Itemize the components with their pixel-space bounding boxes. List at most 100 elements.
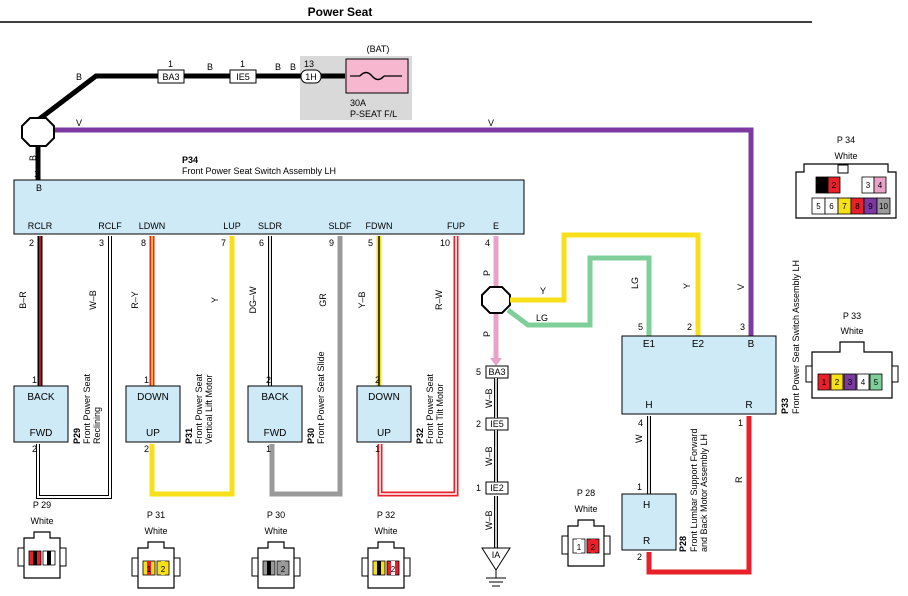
switch-terminal-pin: 3 [99, 238, 104, 248]
connector-pin-number: 4 [878, 181, 883, 190]
connector-pin-cell [843, 373, 857, 391]
motor-bottom-label: UP [146, 428, 160, 439]
wire-label: Y–B [357, 291, 367, 308]
connector-pin-number: 9 [868, 202, 873, 211]
connector-pin-cell: 1 [372, 560, 386, 576]
wire-label: W–B [88, 290, 98, 310]
connector-pin-number: 1 [377, 565, 382, 574]
wire-label: LG [630, 277, 640, 289]
wire-label: Y [682, 283, 692, 289]
connector-pin-number: 2 [832, 181, 837, 190]
pin-label: 2 [687, 322, 692, 332]
motor-top-label: DOWN [137, 392, 169, 403]
svg-text:and Back Motor Assembly LH: and Back Motor Assembly LH [699, 434, 709, 552]
wire-r [646, 416, 752, 575]
pin-label: 3 [740, 322, 745, 332]
connector-pin-number: 1 [33, 555, 38, 564]
connector-view-color: White [834, 151, 857, 161]
connector-pin: 5 [476, 367, 481, 377]
switch-terminal-label: LUP [223, 221, 241, 231]
wire-label: V [76, 118, 82, 128]
wire-label: DG–W [248, 286, 258, 314]
switch-terminal-pin: 2 [29, 238, 34, 248]
connector-view-label: P 30 [267, 510, 285, 520]
wire-sldf [269, 236, 343, 497]
pin-label: 5 [638, 322, 643, 332]
motor-box [247, 385, 303, 443]
switch-terminal-pin: 8 [141, 238, 146, 248]
pin-label: 1 [637, 482, 642, 492]
lumbar-terminal-label: E1 [643, 339, 656, 350]
lumbar-switch-id: P33 [780, 398, 790, 414]
junction-label: 1H [305, 72, 317, 82]
motor-id: P32 [415, 428, 425, 444]
splice-point-top [21, 117, 55, 147]
connector-pin: 1 [168, 59, 173, 69]
pin-label: 1 [266, 444, 271, 454]
lumbar-terminal-label: R [745, 400, 752, 411]
wire-y-branch [510, 232, 701, 336]
connector-pin-cell [873, 176, 887, 194]
connector-pin-number: 10 [879, 202, 888, 211]
connector-pin-cell [869, 373, 883, 391]
svg-text:Front Lumbar Support Forward: Front Lumbar Support Forward [689, 428, 699, 552]
switch-terminal-label: LDWN [139, 221, 166, 231]
motor-top-label: BACK [27, 392, 55, 403]
wire-label: P [482, 331, 492, 337]
motor-name: Front Power Seat [82, 373, 92, 444]
ground-symbol: IA [481, 496, 511, 587]
fuse-block: (BAT) 30A P-SEAT F/L [300, 44, 412, 120]
connector-view-label: P 28 [577, 488, 595, 498]
connector-pin-number: 2 [281, 565, 286, 574]
wire-label: B [76, 72, 82, 82]
connector-pin-cell: 1 [28, 550, 42, 566]
connector-name: IE5 [236, 72, 250, 82]
motor-name: Front Power Seat [425, 373, 435, 444]
junction-1h: 13 1H [300, 59, 322, 84]
switch-terminal-pin: 7 [221, 238, 226, 248]
pin-label: 2 [32, 444, 37, 454]
wire-label: W–B [484, 446, 494, 466]
connector-pin-number: 8 [855, 202, 860, 211]
connector-ba3-ground: BA3 5 [476, 365, 509, 379]
lumbar-terminal-label: E2 [692, 339, 705, 350]
connector-pin-cell: 1 [262, 560, 276, 576]
fuse-source: (BAT) [367, 44, 390, 54]
switch-terminal-label: SLDF [328, 221, 352, 231]
lumbar-motor-id: P28 [678, 536, 688, 552]
connector-pin-cell [876, 197, 891, 215]
motor-box [356, 385, 412, 443]
switch-terminal-pin: 6 [259, 238, 264, 248]
connector-view-color: White [840, 326, 863, 336]
connector-pin-cell [856, 373, 870, 391]
fuse-rating: 30A [350, 98, 366, 108]
page-title: Power Seat [308, 5, 373, 19]
lumbar-terminal-label: H [645, 400, 652, 411]
wire-v [52, 127, 754, 338]
connector-name: IE5 [490, 419, 504, 429]
wire-label: Y [540, 286, 546, 296]
connector-pin-cell: 2 [386, 560, 400, 576]
motor-top-label: DOWN [368, 392, 400, 403]
wire-label: R–W [434, 289, 444, 310]
motor-id: P30 [306, 428, 316, 444]
connector-name: BA3 [488, 367, 505, 377]
motor-name: Reclining [92, 407, 102, 444]
wire-label: V [736, 284, 746, 290]
connector-pin-number: 3 [848, 378, 853, 387]
pin-label: 1 [375, 444, 380, 454]
switch-terminal-pin: 10 [440, 238, 450, 248]
wire-b-main [36, 73, 345, 122]
connector-pin-cell: 1 [142, 560, 156, 576]
lumbar-motor-name: Front Lumbar Support Forward and Back Mo… [689, 428, 709, 552]
pin-label: 1 [34, 169, 39, 179]
connector-pin-number: 6 [829, 202, 834, 211]
wire-label: W–B [484, 388, 494, 408]
connector-pin-number: 1 [577, 543, 582, 552]
